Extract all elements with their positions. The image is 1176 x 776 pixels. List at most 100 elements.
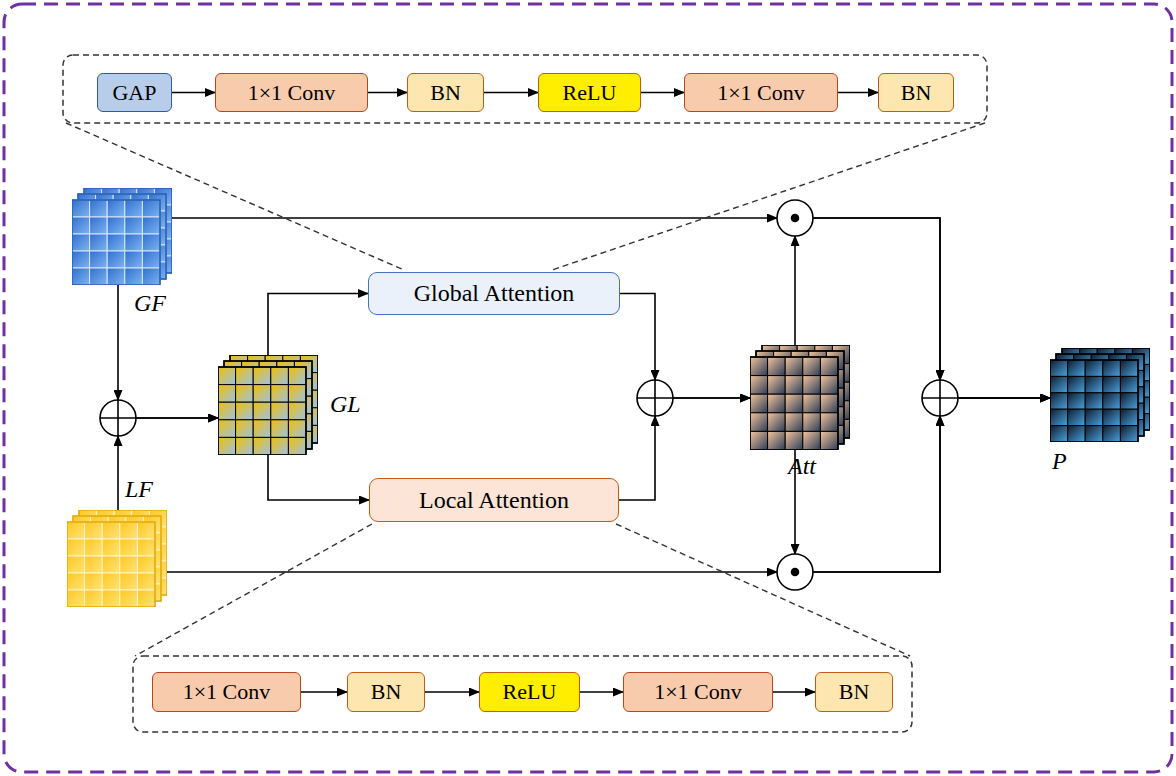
add-symbol — [637, 380, 673, 416]
norm-box: BN — [347, 672, 425, 712]
feature-map: LF — [67, 510, 167, 607]
connector-segment — [172, 92, 215, 94]
box-label: 1×1 Conv — [183, 679, 271, 705]
connector — [118, 418, 218, 510]
conv-box: 1×1 Conv — [215, 73, 368, 112]
connector — [268, 455, 369, 500]
connector-segment — [813, 218, 940, 380]
connector-segment — [484, 92, 538, 94]
box-label: BN — [371, 679, 402, 705]
connector — [620, 294, 750, 399]
attention-box: Local Attention — [369, 478, 619, 522]
activation-box: ReLU — [538, 73, 641, 112]
connector — [268, 294, 368, 356]
connector-segment — [580, 691, 623, 693]
connector-segment — [268, 294, 368, 356]
leader-line — [616, 524, 910, 656]
norm-box: BN — [407, 73, 484, 112]
feature-label: LF — [125, 476, 153, 503]
conv-box: 1×1 Conv — [684, 73, 838, 112]
connector-segment — [958, 397, 1050, 399]
activation-box: ReLU — [479, 672, 580, 712]
connector-segment — [425, 691, 479, 693]
add-symbol — [922, 380, 958, 416]
multiply-symbol — [777, 200, 813, 236]
connector — [580, 692, 623, 693]
connector-segment — [673, 397, 750, 399]
feature-grid — [72, 188, 172, 285]
connector-segment — [813, 218, 940, 380]
norm-box: BN — [815, 672, 893, 712]
box-label: ReLU — [503, 679, 557, 705]
box-label: ReLU — [563, 80, 617, 106]
connector — [641, 92, 684, 93]
box-label: Local Attention — [419, 487, 569, 514]
box-label: BN — [901, 80, 932, 106]
connector — [167, 398, 1050, 572]
feature-grid — [1050, 348, 1150, 442]
leader-line — [135, 524, 372, 656]
feature-map: GF — [72, 188, 172, 285]
connector — [795, 218, 1050, 572]
outer-border — [4, 4, 1172, 772]
box-label: BN — [839, 679, 870, 705]
connector — [773, 692, 815, 693]
conv-box: 1×1 Conv — [152, 672, 301, 712]
detail-frame — [63, 55, 987, 123]
connector-segment — [813, 416, 940, 572]
box-label: 1×1 Conv — [717, 80, 805, 106]
feature-map: Att — [750, 345, 850, 450]
connector — [172, 218, 1050, 398]
connector-segment — [838, 92, 878, 94]
feature-map: P — [1050, 348, 1150, 442]
connector-segment — [167, 571, 777, 573]
feature-label: GL — [330, 391, 361, 418]
connector-segment — [368, 92, 407, 94]
connector-segment — [117, 436, 119, 510]
detail-frame — [133, 656, 912, 732]
leader-line — [552, 123, 985, 270]
connector-segment — [172, 217, 777, 219]
feature-grid — [750, 345, 850, 450]
connector-segment — [958, 397, 1050, 399]
box-label: 1×1 Conv — [654, 679, 742, 705]
connector-segment — [620, 294, 655, 381]
attention-box: Global Attention — [368, 272, 620, 315]
feature-label: GF — [134, 290, 166, 317]
feature-map: GL — [218, 355, 318, 455]
connector — [838, 92, 878, 93]
connector — [301, 692, 347, 693]
box-label: BN — [430, 80, 461, 106]
connector — [619, 398, 750, 500]
multiply-symbol — [777, 554, 813, 590]
box-label: Global Attention — [414, 280, 575, 307]
feature-label: P — [1052, 448, 1067, 475]
connector — [368, 92, 407, 93]
add-symbol — [100, 400, 136, 436]
connector — [172, 92, 215, 93]
connector-segment — [301, 691, 347, 693]
feature-label: Att — [788, 453, 816, 480]
connector-segment — [136, 417, 218, 419]
feature-grid — [67, 510, 167, 607]
connector-segment — [673, 397, 750, 399]
connector-segment — [773, 691, 815, 693]
connector-segment — [794, 236, 796, 345]
pooling-box: GAP — [97, 73, 172, 112]
connector-segment — [136, 417, 218, 419]
connector-segment — [641, 92, 684, 94]
conv-box: 1×1 Conv — [623, 672, 773, 712]
feature-grid — [218, 355, 318, 455]
connector-segment — [268, 455, 369, 500]
box-label: GAP — [112, 80, 156, 106]
connector-segment — [958, 397, 1050, 399]
connector-segment — [619, 416, 655, 500]
connector-segment — [117, 285, 119, 400]
connector-segment — [813, 416, 940, 572]
box-label: 1×1 Conv — [248, 80, 336, 106]
connector — [484, 92, 538, 93]
